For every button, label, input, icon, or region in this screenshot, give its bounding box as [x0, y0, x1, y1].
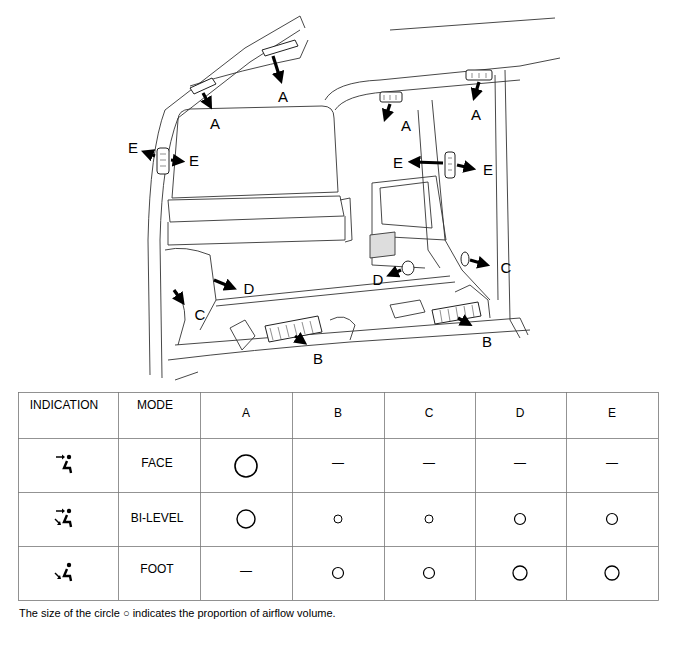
callout-letter: A: [471, 107, 481, 124]
callout-letter: B: [482, 334, 492, 351]
callout-letter: D: [244, 281, 255, 298]
airflow-arrows: [147, 56, 484, 341]
mode-name: FACE: [141, 457, 172, 470]
airflow-circles: [235, 455, 619, 580]
mode-name: FOOT: [140, 563, 173, 576]
callout-letter: D: [373, 272, 384, 289]
table-header: D: [516, 407, 525, 420]
mode-name: BI-LEVEL: [131, 512, 184, 525]
table-dash: —: [423, 457, 435, 470]
table-dash: —: [332, 457, 344, 470]
table-dash: —: [240, 565, 252, 578]
callout-letter: C: [195, 307, 206, 324]
callout-letter: A: [210, 116, 220, 133]
caption: The size of the circle ○ indicates the p…: [19, 607, 336, 619]
interior-outline: [148, 16, 560, 380]
mode-table-grid: [18, 392, 659, 601]
callout-letter: E: [393, 155, 403, 172]
callout-letter: A: [401, 118, 411, 135]
callout-letter: A: [278, 89, 288, 106]
table-header: MODE: [137, 399, 173, 412]
table-header: A: [242, 407, 250, 420]
table-header: INDICATION: [30, 399, 98, 412]
callout-letter: E: [189, 153, 199, 170]
callout-letter: E: [128, 140, 138, 157]
callout-letter: E: [483, 162, 493, 179]
table-header: C: [425, 407, 434, 420]
table-dash: —: [514, 457, 526, 470]
table-dash: —: [606, 457, 618, 470]
table-header: B: [334, 407, 342, 420]
table-header: E: [608, 407, 616, 420]
callout-letter: C: [501, 260, 512, 277]
mode-icons: [55, 455, 71, 582]
vent-grilles: [157, 40, 492, 342]
grille-slats: [160, 73, 486, 340]
callout-letter: B: [313, 351, 323, 368]
